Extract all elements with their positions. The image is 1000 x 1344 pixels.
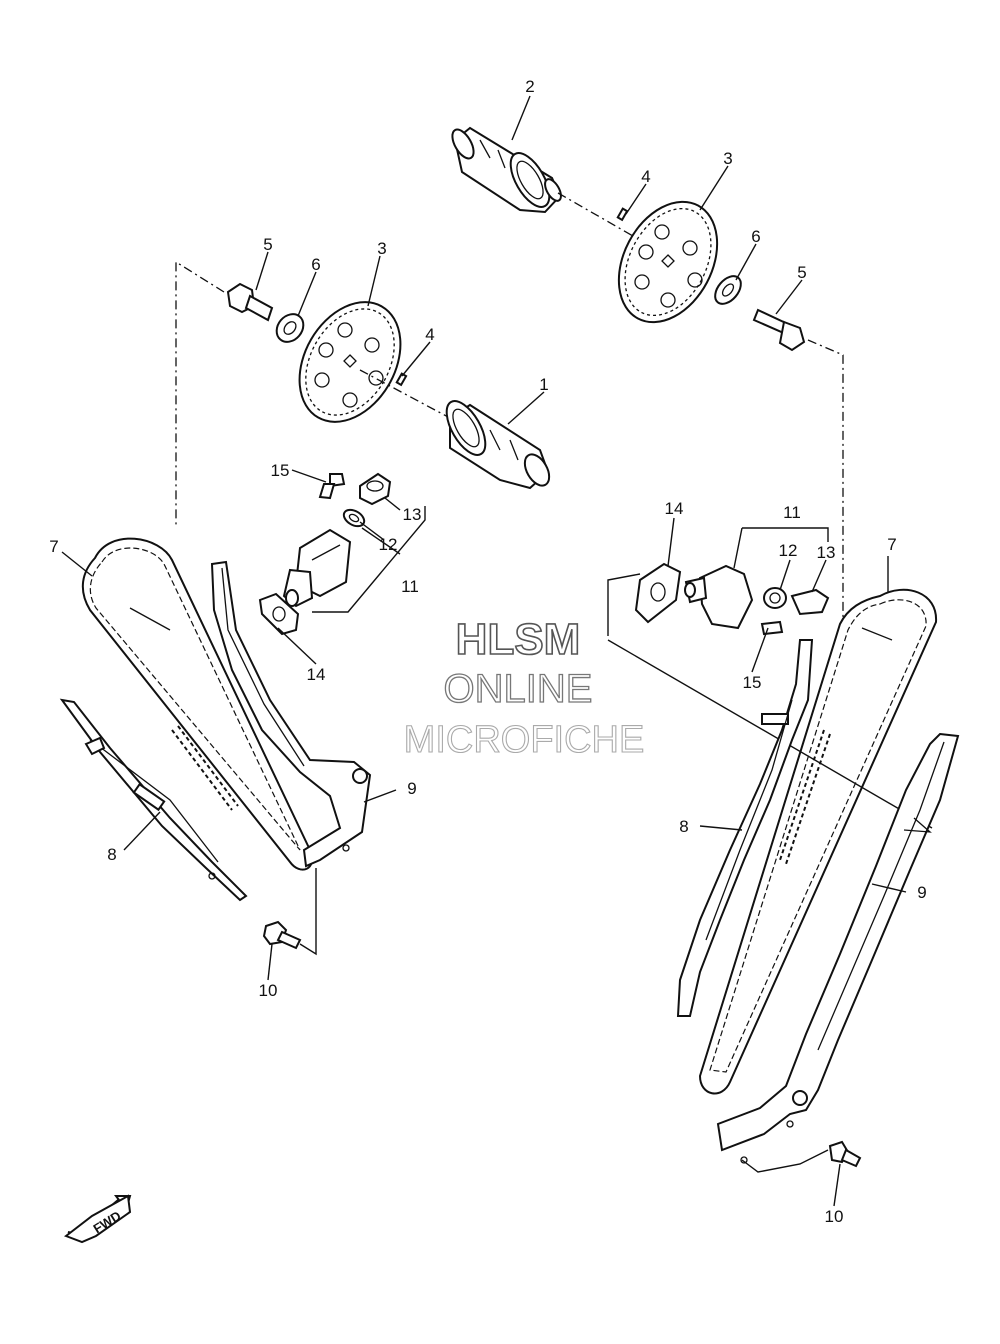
callout-13-left: 13 [403,505,422,524]
pivot-bolt-right [741,1140,862,1173]
callout-4-left: 4 [425,325,434,344]
callout-3-right: 3 [723,149,732,168]
callout-7-right: 7 [887,535,896,554]
fwd-badge: FWD [63,1194,132,1244]
camshaft-lower [445,400,551,490]
callout-13-right: 13 [817,543,836,562]
callout-7-left: 7 [49,537,58,556]
tensioner-gasket-right [634,562,682,624]
dowel-pin-right [616,207,629,222]
callout-11-right: 11 [783,503,801,522]
chain-guide-left [210,560,372,868]
watermark-line-3: MICROFICHE [404,719,645,761]
chain-tensioner-right [684,564,754,630]
callout-6-left: 6 [311,255,320,274]
cam-sprocket-left [298,301,451,423]
chain-guide-right [716,732,960,1164]
callout-9-right: 9 [917,883,926,902]
chain-links-right [779,729,831,865]
watermark-line-1: HLSM [456,615,581,664]
watermark: HLSM ONLINE MICROFICHE [403,614,645,761]
callout-3-left: 3 [377,239,386,258]
cam-sprocket-right [617,200,719,324]
tensioner-bolt-left [318,473,346,500]
timing-chain-right [698,588,938,1095]
callout-11-left: 11 [401,577,419,596]
washer-right [714,275,742,305]
callout-14-left: 14 [307,665,326,684]
callout-bracket-right [607,527,933,829]
callout-bracket-left [312,497,426,613]
chain-links-left [171,725,239,811]
callout-10-left: 10 [259,981,278,1000]
dowel-pin-left [395,372,408,387]
callout-12-left: 12 [379,535,398,554]
callout-labels: 2 3 4 6 5 5 6 3 4 1 15 13 12 11 7 14 9 8… [49,77,926,1226]
tensioner-bolt-right [760,620,784,636]
leader-lines [61,95,907,1207]
tensioner-gasket-left [258,592,300,636]
callout-15-right: 15 [743,673,762,692]
cap-bolt-left [359,472,392,506]
chain-tensioner-left [282,528,352,608]
callout-6-right: 6 [751,227,760,246]
callout-12-right: 12 [779,541,798,560]
callout-9-left: 9 [407,779,416,798]
callout-15-left: 15 [271,461,290,480]
callout-5-left: 5 [263,235,272,254]
tensioner-guide-left [59,698,248,902]
callout-1: 1 [539,375,548,394]
cap-bolt-right [790,588,830,616]
gasket-left [342,508,366,528]
bolt-right [752,308,844,620]
callout-14-right: 14 [665,499,684,518]
callout-8-right: 8 [679,817,688,836]
bolt-left [175,260,274,528]
washer-left [275,313,305,343]
camshaft-upper [451,126,641,241]
gasket-right [763,587,787,609]
callout-8-left: 8 [107,845,116,864]
callout-4-right: 4 [641,167,650,186]
callout-10-right: 10 [825,1207,844,1226]
callout-5-right: 5 [797,263,806,282]
callout-2: 2 [525,77,534,96]
timing-chain-left [81,537,313,871]
tensioner-guide-right [676,639,814,1017]
pivot-bolt-left [262,868,317,956]
watermark-line-2: ONLINE [444,667,593,711]
